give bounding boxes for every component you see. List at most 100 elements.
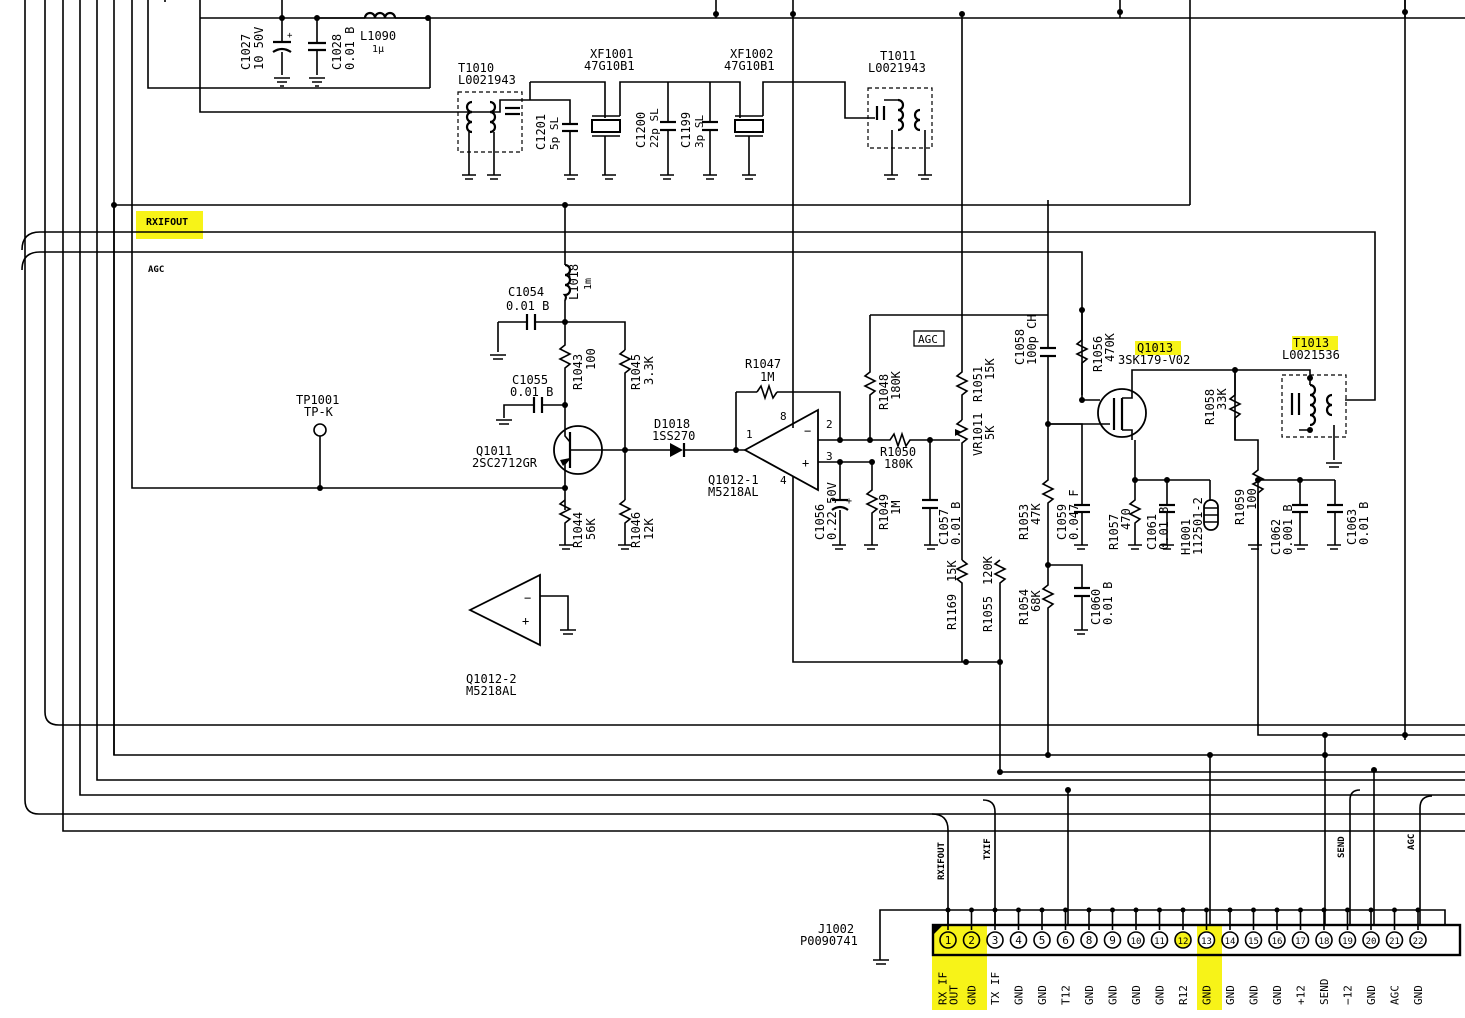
svg-text:0.01 B: 0.01 B	[506, 299, 549, 313]
c1055: C1055 0.01 B	[503, 373, 568, 418]
svg-text:0.01 B: 0.01 B	[949, 502, 963, 545]
svg-text:+: +	[522, 614, 529, 628]
connector-pin-21	[1385, 931, 1404, 949]
c1054: C1054 0.01 B	[497, 285, 626, 352]
c1062: C1062 0.001 B	[1258, 477, 1335, 555]
svg-text:C1201: C1201	[534, 114, 548, 150]
connector-pin-junction	[1321, 907, 1327, 913]
connector-pin-junction	[1251, 907, 1256, 913]
svg-text:2SC2712GR: 2SC2712GR	[472, 456, 538, 470]
r1044: R1044 56K	[558, 499, 598, 548]
svg-text:R1047: R1047	[745, 357, 781, 371]
r1050: R1050 180K	[867, 431, 960, 471]
svg-text:C1058: C1058	[1013, 329, 1027, 365]
svg-text:15K: 15K	[945, 560, 959, 582]
svg-text:47G10B1: 47G10B1	[584, 59, 635, 73]
connector-pin-junction	[1133, 907, 1139, 913]
svg-text:0.001 B: 0.001 B	[1281, 504, 1295, 555]
r1053: R1053 47K	[1017, 424, 1055, 568]
connector-pin-19	[1338, 931, 1357, 949]
d1018: D1018 1SS270	[625, 417, 736, 457]
svg-text:VR1011: VR1011	[971, 413, 985, 456]
connector-pin-14	[1221, 931, 1239, 949]
connector-pin-number: 14	[1225, 937, 1236, 947]
svg-text:C1057: C1057	[937, 509, 951, 545]
svg-text:Q1013: Q1013	[1137, 341, 1173, 355]
svg-text:C1055: C1055	[512, 373, 548, 387]
svg-text:R1056: R1056	[1091, 336, 1105, 372]
svg-text:47G10B1: 47G10B1	[724, 59, 775, 73]
svg-text:L0021943: L0021943	[458, 73, 516, 87]
connector-pin-number: 20	[1366, 937, 1377, 947]
connector-pin-junction	[945, 907, 951, 913]
svg-text:470: 470	[1119, 508, 1133, 530]
connector-pin-17	[1291, 931, 1310, 949]
connector-pin-9	[1103, 931, 1122, 949]
connector-pin-number: 18	[1319, 937, 1330, 947]
connector-pin-label: GND	[1083, 985, 1096, 1005]
connector-pin-junction	[1086, 907, 1092, 913]
connector-wires	[931, 732, 1465, 925]
connector-pin-label: GND	[1271, 985, 1284, 1005]
connector-pin-junction	[1392, 907, 1397, 913]
svg-text:XF1002: XF1002	[730, 47, 773, 61]
connector-pin-label: GND	[1224, 985, 1237, 1005]
svg-text:0.01 B: 0.01 B	[510, 385, 553, 399]
svg-text:1m: 1m	[583, 278, 594, 290]
connector-pin-number: 19	[1342, 937, 1353, 947]
agc-box: AGC	[913, 330, 945, 347]
connector-pin-16	[1268, 931, 1286, 949]
r1059: R1059 100	[1233, 370, 1265, 545]
svg-text:C1059: C1059	[1055, 504, 1069, 540]
svg-text:R1051: R1051	[971, 366, 985, 402]
q1012-1: − + 1 2 3 4 8 Q1012-1 M5218AL	[708, 14, 1000, 663]
svg-text:+: +	[802, 456, 809, 470]
connector-pin-number: 1	[945, 934, 952, 947]
connector-pin-junction	[1063, 907, 1068, 913]
ground-symbols	[274, 77, 1342, 965]
connector-pin-15	[1244, 931, 1263, 949]
svg-text:0.01 B: 0.01 B	[1101, 582, 1115, 625]
svg-text:M5218AL: M5218AL	[708, 485, 759, 499]
connector-pin-junction	[1039, 907, 1045, 913]
connector-pin-6	[1056, 931, 1075, 949]
connector-pin-junction	[1274, 907, 1280, 913]
c1027: + C1027 10 50V	[239, 18, 293, 75]
svg-text:8: 8	[780, 410, 787, 423]
svg-text:1M: 1M	[760, 370, 774, 384]
q1012-2: − + Q1012-2 M5218AL	[466, 573, 569, 698]
connector-pin-label: GND	[1365, 985, 1378, 1005]
connector-pin-junction	[1298, 907, 1303, 913]
connector-pin-label: GND	[1154, 985, 1167, 1005]
svg-text:R1045: R1045	[629, 354, 643, 390]
r1051: R1051 15K	[955, 14, 997, 420]
c1057: C1057 0.01 B	[922, 440, 963, 545]
t1011: T1011 L0021943	[867, 49, 933, 175]
svg-text:3p SL: 3p SL	[693, 115, 706, 148]
connector-pin-number: 3	[992, 934, 999, 947]
q1011: Q1011 2SC2712GR	[472, 425, 628, 510]
connector-pin-2	[962, 931, 981, 949]
svg-text:3.3K: 3.3K	[642, 355, 656, 385]
svg-text:3SK179-V02: 3SK179-V02	[1118, 353, 1190, 367]
connector-pin-junction	[1415, 907, 1421, 913]
connector-pin-number: 9	[1109, 934, 1116, 947]
svg-text:1: 1	[746, 428, 753, 441]
connector-pin-5	[1033, 931, 1051, 949]
q1013-highlight	[1135, 341, 1181, 355]
svg-text:+: +	[287, 31, 293, 41]
q1013: Q1013 3SK179-V02	[1048, 341, 1235, 440]
connector-pin-number: 8	[1086, 934, 1093, 947]
connector-pin-junction	[969, 907, 974, 913]
connector-pin-number: 12	[1178, 937, 1189, 947]
connector-pin-4	[1009, 931, 1028, 949]
svg-text:C1061: C1061	[1145, 514, 1159, 550]
agc-label: AGC	[148, 265, 164, 275]
connector-pin-junction	[992, 907, 998, 913]
wire-label-send: SEND	[1337, 836, 1347, 858]
connector-pin-label: OUT	[948, 985, 961, 1005]
wire-label-txif: TXIF	[983, 838, 993, 860]
connector-pin-number: 5	[1039, 934, 1046, 947]
svg-text:R1043: R1043	[571, 354, 585, 390]
